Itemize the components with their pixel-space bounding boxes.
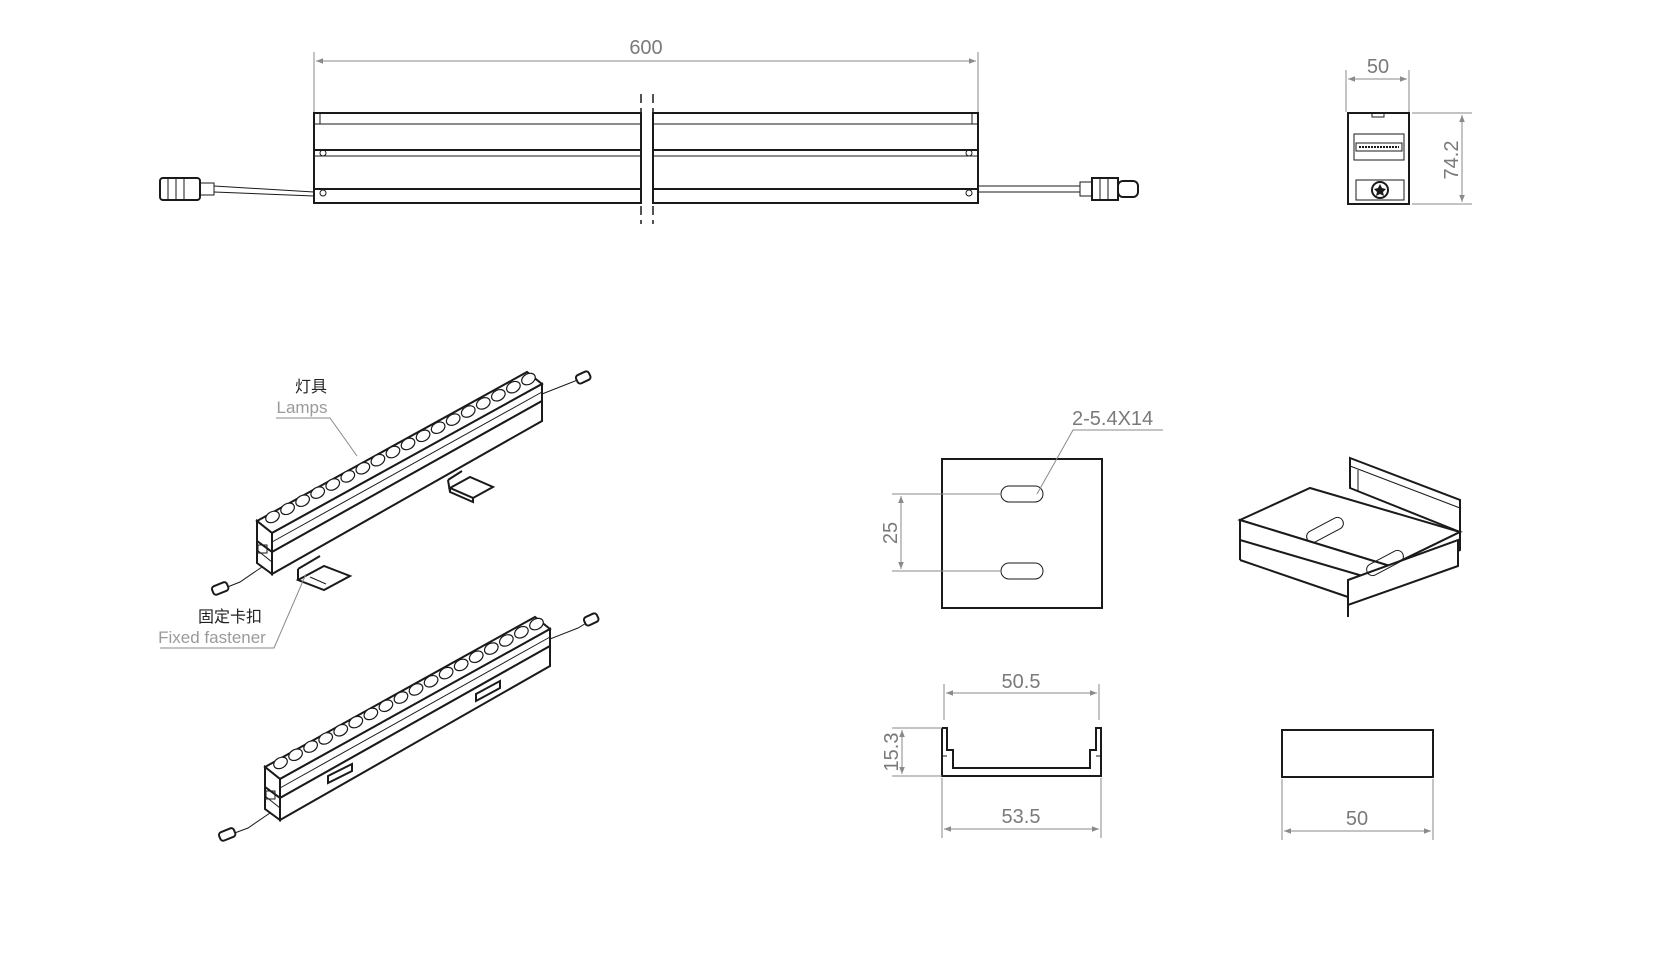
led-lens <box>265 510 280 524</box>
lamp-body-left <box>313 112 642 204</box>
right-connector <box>978 177 1139 201</box>
channel-height-dimension: 15.3 <box>881 733 903 772</box>
fastener-plan-view: 25 2-5.4X14 <box>880 408 1163 609</box>
led-lens <box>529 617 544 631</box>
led-lens <box>370 453 386 467</box>
led-lens <box>514 625 529 639</box>
led-lens <box>310 486 326 499</box>
iso-lamp-assembled <box>217 612 600 842</box>
led-lens <box>460 405 476 418</box>
lamp-body-right <box>652 112 979 204</box>
lamps-label-cn: 灯具 <box>295 377 327 396</box>
length-dimension: 600 <box>629 37 662 59</box>
led-lens <box>363 707 379 721</box>
led-lens <box>325 478 341 491</box>
fastener-label-en: Fixed fastener <box>158 628 266 647</box>
led-lens <box>378 699 394 713</box>
led-lens <box>318 732 334 745</box>
channel-inner-dimension: 50.5 <box>1002 671 1041 693</box>
led-lens <box>288 748 303 762</box>
led-lens <box>273 756 288 770</box>
end-view: 50 74.2 <box>1345 56 1472 205</box>
led-lens <box>385 445 401 459</box>
led-lens <box>333 723 349 737</box>
iso-fastener <box>295 555 353 592</box>
led-lens <box>408 683 424 696</box>
fastener-callout: 固定卡扣 Fixed fastener <box>158 573 307 649</box>
led-lens <box>483 642 499 655</box>
led-lens <box>400 437 416 451</box>
led-lens <box>355 461 371 475</box>
lamps-callout: 灯具 Lamps <box>276 377 358 457</box>
fastener-width-dimension: 50 <box>1346 808 1368 830</box>
led-lens <box>498 634 514 647</box>
led-lens <box>303 740 319 753</box>
led-lens <box>348 715 364 729</box>
fastener-side-view: 50 <box>1281 729 1434 840</box>
led-lens <box>340 470 356 483</box>
led-lens <box>415 429 431 443</box>
led-lens <box>475 397 491 410</box>
led-lens <box>445 413 461 426</box>
channel-outer-dimension: 53.5 <box>1002 806 1041 828</box>
channel-section-view: 50.5 15.3 53.5 <box>881 671 1102 838</box>
fastener-label-cn: 固定卡扣 <box>198 607 262 626</box>
led-lens <box>393 691 409 704</box>
iso-lamp-with-fasteners <box>210 370 592 596</box>
led-lens <box>453 658 469 672</box>
front-view: 600 <box>159 37 1139 224</box>
led-lens <box>280 502 295 516</box>
led-lens <box>295 494 311 508</box>
end-height-dimension: 74.2 <box>1441 141 1463 180</box>
left-connector <box>159 177 315 201</box>
slot-spec-label: 2-5.4X14 <box>1072 408 1153 430</box>
led-lens <box>430 421 446 435</box>
led-lens <box>423 674 439 688</box>
led-lens <box>506 380 521 394</box>
end-width-dimension: 50 <box>1367 56 1389 78</box>
led-lens <box>438 666 454 680</box>
lamps-label-en: Lamps <box>276 398 327 417</box>
led-lens <box>468 650 484 664</box>
led-lens <box>490 388 506 402</box>
iso-fastener <box>447 470 496 504</box>
fastener-iso-view <box>1237 456 1463 617</box>
slot-pitch-dimension: 25 <box>880 522 902 544</box>
led-lens <box>521 372 536 386</box>
